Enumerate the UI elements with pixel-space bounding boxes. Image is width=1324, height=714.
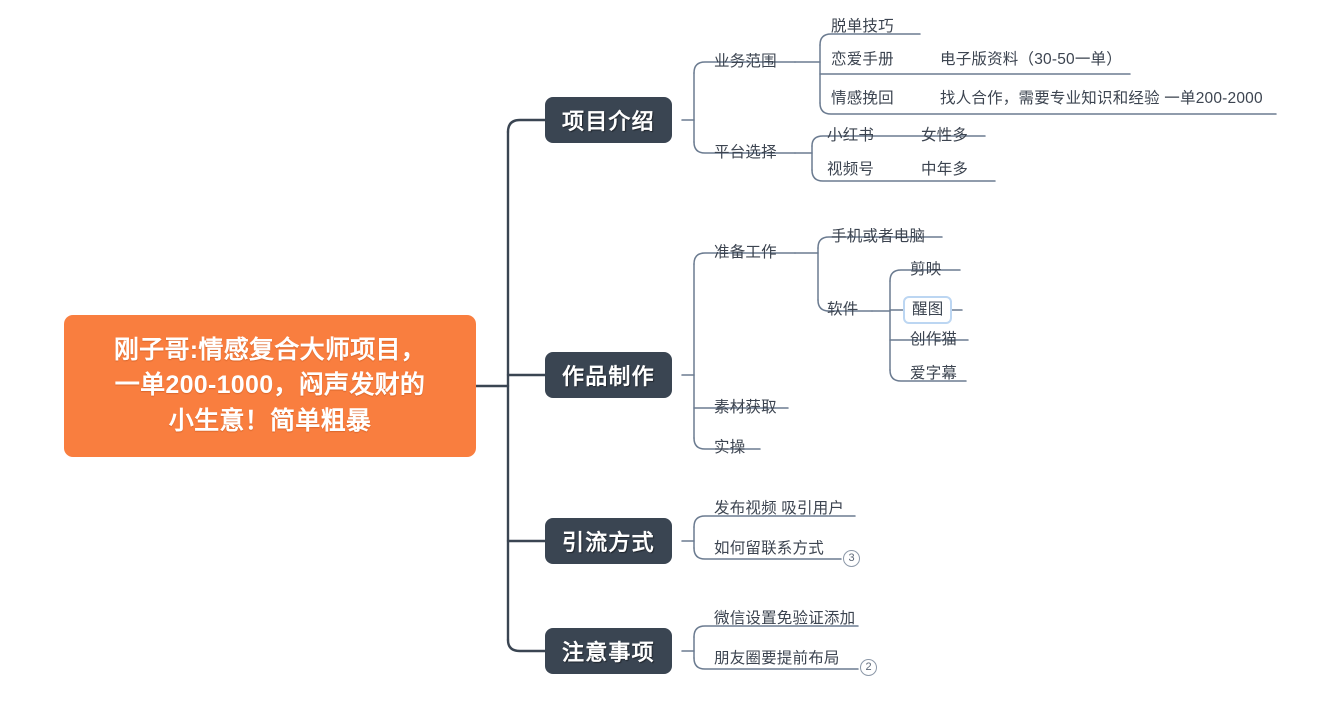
- root-node[interactable]: 刚子哥:情感复合大师项目， 一单200-1000，闷声发财的 小生意！简单粗暴: [64, 315, 476, 457]
- branch-label: 作品制作: [562, 364, 655, 389]
- node-phone-or-computer[interactable]: 手机或者电脑: [831, 228, 926, 245]
- node-video-account-detail[interactable]: 中年多: [921, 161, 969, 178]
- node-platform-choice[interactable]: 平台选择: [714, 144, 777, 161]
- node-chuangzuomao[interactable]: 创作猫: [910, 331, 958, 348]
- node-emotion-recovery-detail[interactable]: 找人合作，需要专业知识和经验 一单200-2000: [940, 90, 1263, 107]
- root-node-label: 刚子哥:情感复合大师项目， 一单200-1000，闷声发财的 小生意！简单粗暴: [113, 335, 427, 435]
- branch-node-traffic-methods[interactable]: 引流方式: [545, 518, 672, 564]
- node-xingtu-selected[interactable]: 醒图: [903, 296, 953, 324]
- node-jianying[interactable]: 剪映: [910, 261, 942, 278]
- branch-label: 注意事项: [562, 640, 655, 665]
- branch-node-cautions[interactable]: 注意事项: [545, 628, 672, 674]
- node-business-scope[interactable]: 业务范围: [714, 53, 777, 70]
- node-aizimu[interactable]: 爱字幕: [910, 365, 958, 382]
- node-wechat-no-verify[interactable]: 微信设置免验证添加: [714, 610, 856, 627]
- node-material-sourcing[interactable]: 素材获取: [714, 399, 777, 416]
- node-video-account[interactable]: 视频号: [827, 161, 875, 178]
- branch-node-project-intro[interactable]: 项目介绍: [545, 97, 672, 143]
- node-emotion-recovery[interactable]: 情感挽回: [831, 90, 894, 107]
- node-practice[interactable]: 实操: [714, 439, 746, 456]
- branch-label: 引流方式: [562, 530, 655, 555]
- branch-node-content-production[interactable]: 作品制作: [545, 352, 672, 398]
- collapse-badge-traffic[interactable]: 3: [843, 550, 860, 567]
- node-software[interactable]: 软件: [827, 301, 859, 318]
- node-single-tips[interactable]: 脱单技巧: [831, 18, 894, 35]
- node-love-handbook-detail[interactable]: 电子版资料（30-50一单）: [940, 51, 1122, 68]
- node-xiaohongshu[interactable]: 小红书: [827, 127, 875, 144]
- collapse-badge-cautions[interactable]: 2: [860, 659, 877, 676]
- branch-label: 项目介绍: [562, 109, 655, 134]
- node-preparation[interactable]: 准备工作: [714, 244, 777, 261]
- node-love-handbook[interactable]: 恋爱手册: [831, 51, 894, 68]
- node-xiaohongshu-detail[interactable]: 女性多: [921, 127, 969, 144]
- node-publish-video-attract-users[interactable]: 发布视频 吸引用户: [714, 500, 845, 517]
- node-moments-layout[interactable]: 朋友圈要提前布局: [714, 650, 840, 667]
- node-how-to-leave-contact[interactable]: 如何留联系方式: [714, 540, 824, 557]
